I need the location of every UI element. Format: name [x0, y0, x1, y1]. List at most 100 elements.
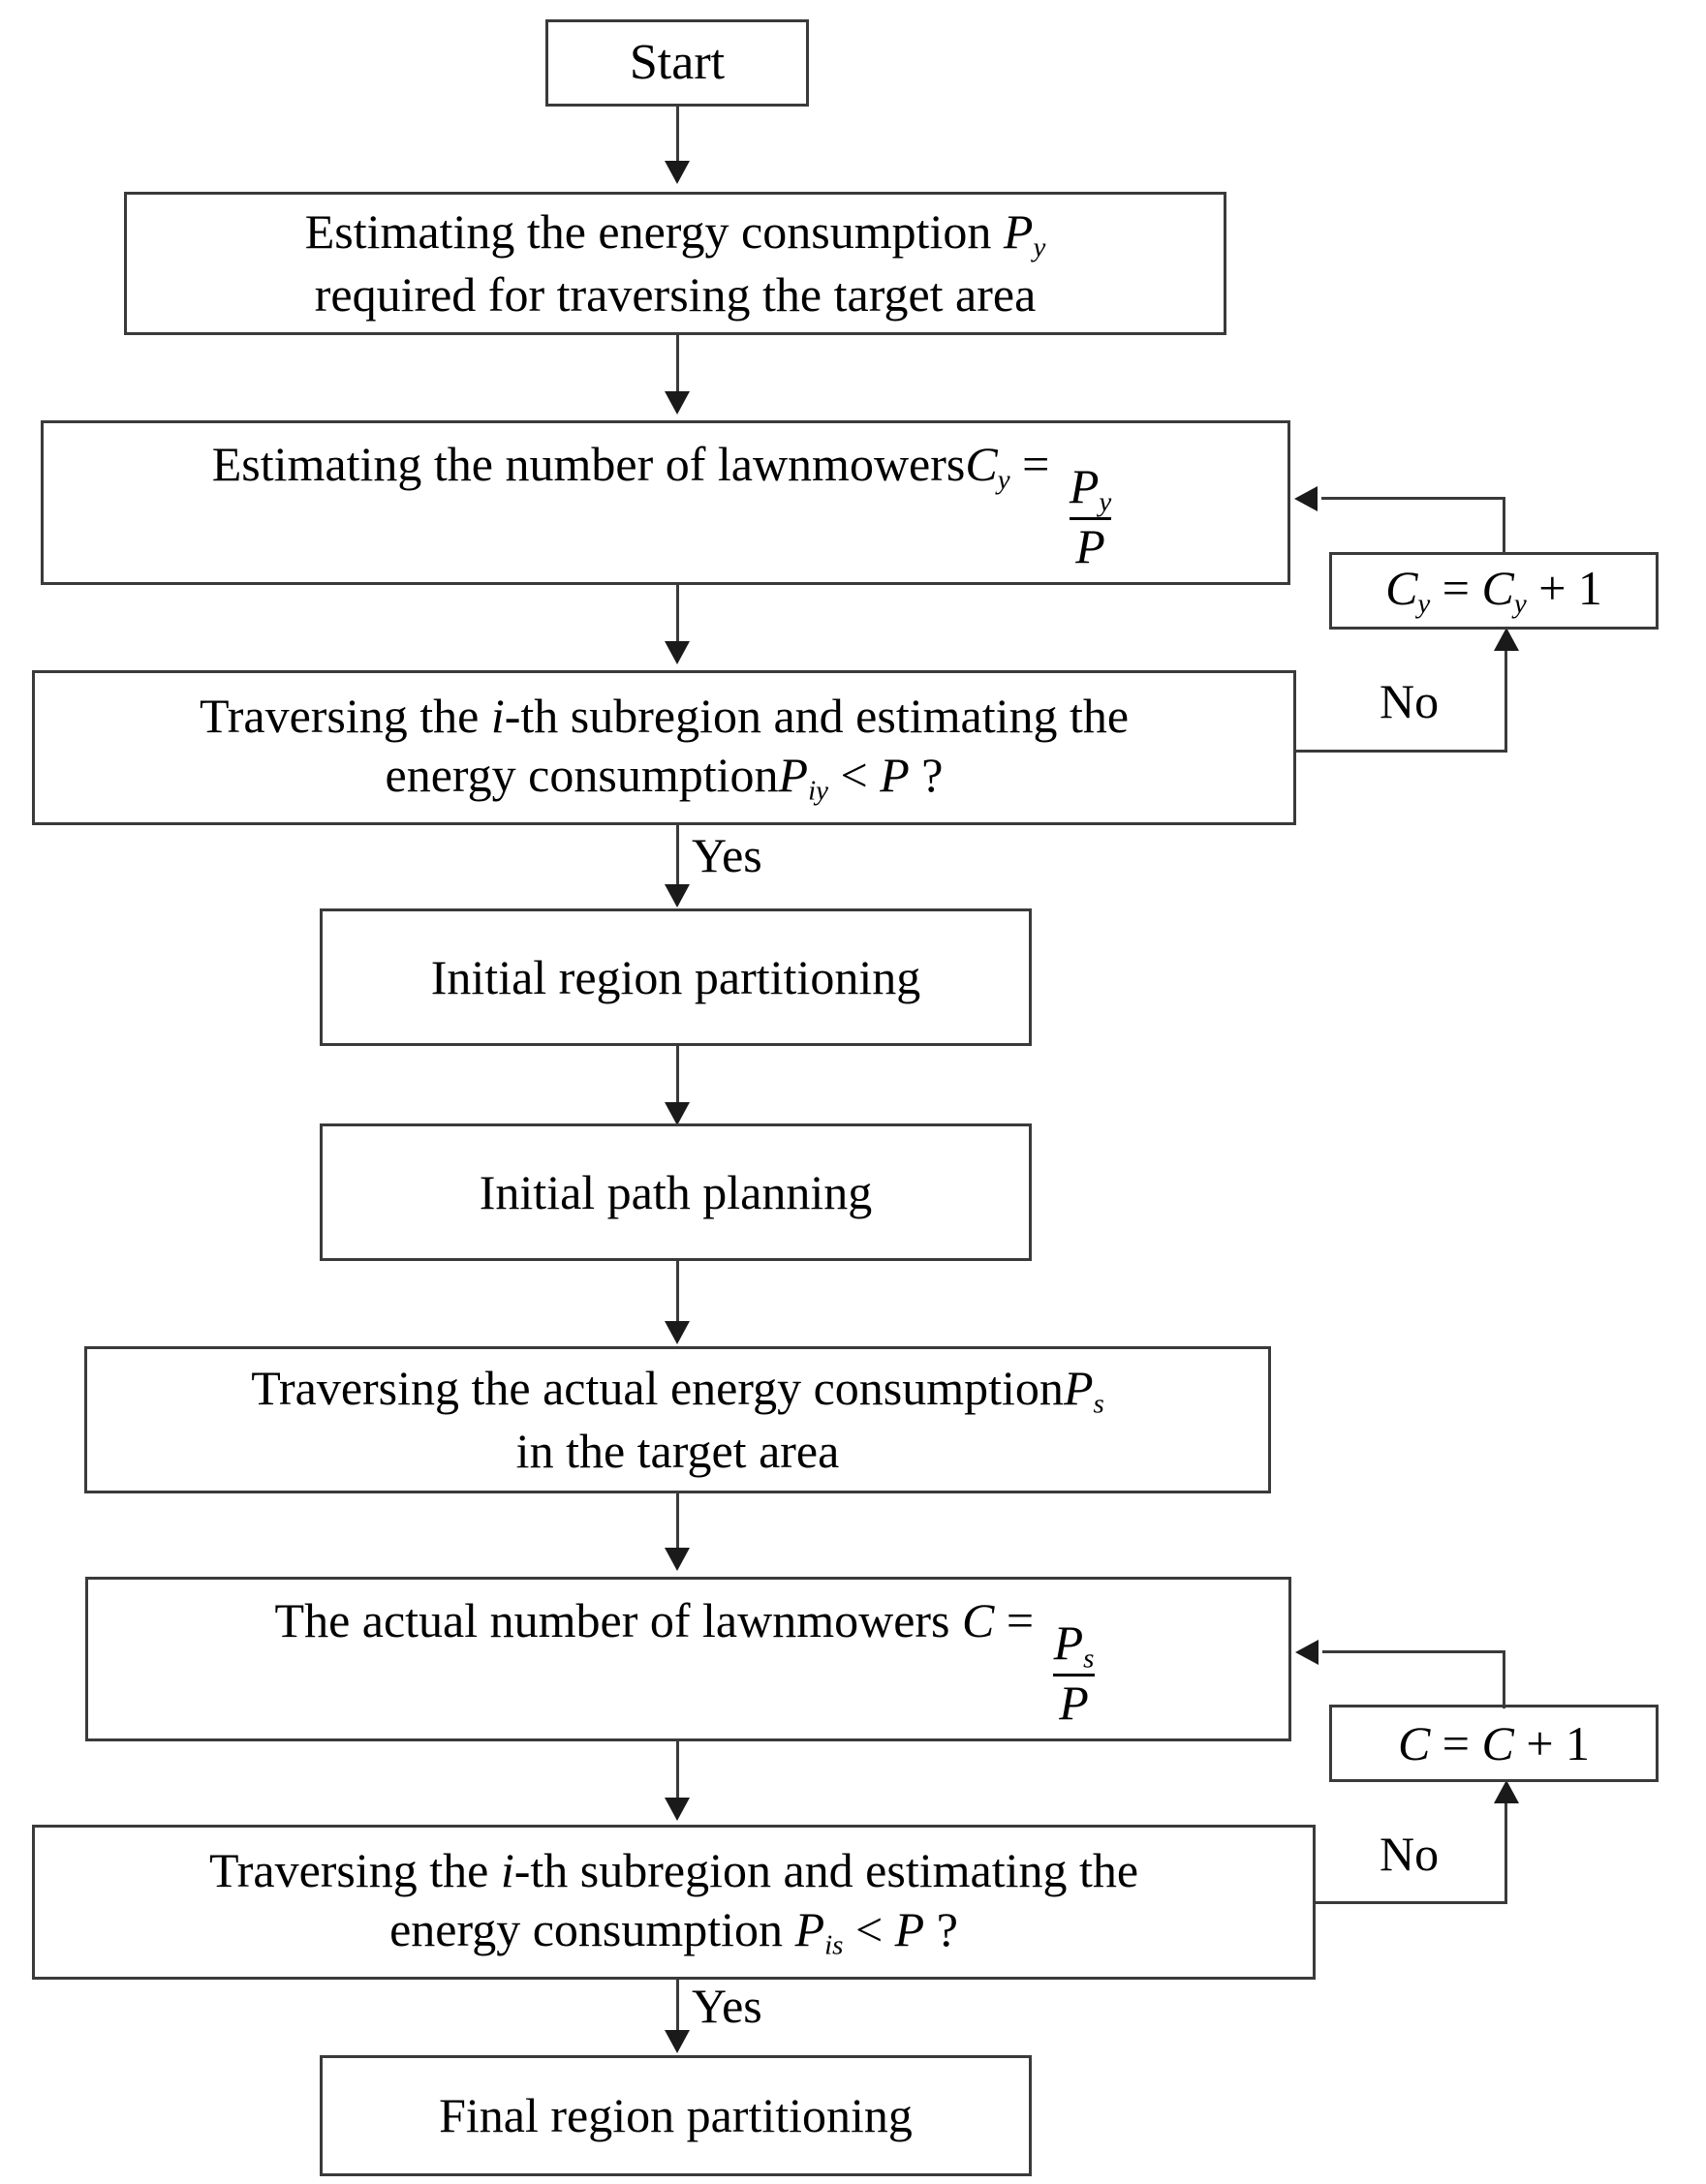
- actual-count-var: C: [962, 1592, 995, 1647]
- arrowhead-increment-cy-to-estimate-count: [1294, 486, 1318, 511]
- node-actual-count-label: The actual number of lawnmowers C = Ps P: [262, 1591, 1116, 1727]
- estimate-count-equals: =: [1022, 436, 1050, 491]
- connector-actual-energy-to-actual-count: [676, 1493, 679, 1552]
- increment-cy-var2: C: [1481, 561, 1514, 616]
- connector-actual-count-to-decision-is: [676, 1741, 679, 1801]
- increment-cy-equals: =: [1442, 561, 1470, 616]
- connector-estimate-count-to-decision-iy: [676, 585, 679, 645]
- node-estimate-energy-label: Estimating the energy consumption Py req…: [292, 202, 1060, 324]
- arrowhead-initial-path-to-actual-energy: [665, 1321, 690, 1344]
- actual-energy-line1-pre: Traversing the actual energy consumption: [251, 1360, 1064, 1415]
- connector-decision-iy-yes: [676, 825, 679, 888]
- connector-decision-is-no-horizontal: [1314, 1901, 1507, 1904]
- edge-label-no-bottom: No: [1380, 1827, 1440, 1881]
- decision-iy-op: <: [840, 747, 868, 802]
- decision-is-var: P: [794, 1901, 825, 1956]
- node-actual-count[interactable]: The actual number of lawnmowers C = Ps P: [85, 1577, 1291, 1741]
- estimate-count-denominator: P: [1070, 517, 1111, 570]
- estimate-energy-var: P: [1003, 203, 1034, 259]
- decision-iy-question: ?: [921, 747, 944, 802]
- arrowhead-actual-energy-to-actual-count: [665, 1548, 690, 1571]
- decision-is-line1-post: -th subregion and estimating the: [513, 1842, 1139, 1897]
- node-increment-cy[interactable]: Cy = Cy + 1: [1329, 552, 1659, 630]
- increment-c-equals: =: [1442, 1715, 1470, 1770]
- arrowhead-start-to-estimate-energy: [665, 161, 690, 184]
- decision-iy-i: i: [490, 688, 505, 743]
- node-increment-cy-label: Cy = Cy + 1: [1372, 559, 1616, 622]
- node-increment-c[interactable]: C = C + 1: [1329, 1705, 1659, 1782]
- node-initial-region-partitioning-label: Initial region partitioning: [430, 949, 921, 1004]
- node-final-region-partitioning-label: Final region partitioning: [439, 2088, 913, 2142]
- node-decision-energy-iy[interactable]: Traversing the i-th subregion and estima…: [32, 670, 1296, 825]
- estimate-count-fraction: Py P: [1064, 462, 1117, 571]
- estimate-count-text: Estimating the number of lawnmowers: [211, 436, 966, 491]
- arrowhead-increment-c-to-actual-count: [1295, 1640, 1318, 1665]
- node-start-label: Start: [629, 35, 726, 91]
- decision-iy-var: P: [778, 747, 809, 802]
- edge-label-yes-top: Yes: [692, 828, 762, 882]
- actual-count-fraction: Ps P: [1048, 1615, 1101, 1727]
- estimate-energy-line2: required for traversing the target area: [314, 267, 1037, 323]
- arrowhead-decision-iy-no-into-increment: [1494, 628, 1519, 651]
- connector-initial-path-to-actual-energy: [676, 1261, 679, 1325]
- connector-estimate-energy-to-estimate-count: [676, 335, 679, 395]
- increment-cy-var-sub: y: [1417, 589, 1431, 621]
- increment-cy-plus: + 1: [1538, 561, 1602, 616]
- edge-label-yes-bottom: Yes: [692, 1979, 762, 2033]
- decision-is-question: ?: [936, 1901, 958, 1956]
- arrowhead-estimate-energy-to-estimate-count: [665, 391, 690, 415]
- node-estimate-count[interactable]: Estimating the number of lawnmowersCy = …: [41, 420, 1290, 585]
- estimate-energy-line1-pre: Estimating the energy consumption: [304, 203, 1004, 259]
- increment-cy-var: C: [1385, 561, 1418, 616]
- actual-count-denominator: P: [1053, 1674, 1095, 1727]
- node-estimate-count-label: Estimating the number of lawnmowersCy = …: [199, 435, 1132, 571]
- node-decision-energy-is[interactable]: Traversing the i-th subregion and estima…: [32, 1825, 1316, 1980]
- actual-energy-line2: in the target area: [515, 1424, 840, 1479]
- decision-iy-line1-post: -th subregion and estimating the: [504, 688, 1130, 743]
- node-final-region-partitioning[interactable]: Final region partitioning: [320, 2055, 1032, 2176]
- arrowhead-actual-count-to-decision-is: [665, 1798, 690, 1821]
- actual-count-text: The actual number of lawnmowers: [274, 1592, 950, 1647]
- estimate-count-numerator: Py: [1069, 458, 1112, 518]
- connector-initial-region-to-initial-path: [676, 1046, 679, 1106]
- connector-decision-is-yes: [676, 1980, 679, 2034]
- actual-count-numerator: Ps: [1053, 1615, 1095, 1675]
- actual-energy-sub: s: [1093, 1388, 1104, 1420]
- increment-cy-var2-sub: y: [1513, 589, 1527, 621]
- node-initial-path-planning[interactable]: Initial path planning: [320, 1123, 1032, 1261]
- estimate-energy-sub: y: [1033, 231, 1046, 263]
- increment-c-var: C: [1397, 1715, 1431, 1770]
- node-increment-c-label: C = C + 1: [1384, 1714, 1603, 1773]
- connector-increment-c-up: [1503, 1650, 1505, 1708]
- connector-decision-is-no-vertical: [1504, 1803, 1507, 1904]
- estimate-count-var: C: [965, 436, 998, 491]
- decision-is-sub: is: [824, 1929, 844, 1961]
- decision-iy-ref: P: [880, 747, 910, 802]
- arrowhead-decision-is-yes: [665, 2030, 690, 2053]
- increment-c-plus: + 1: [1526, 1715, 1591, 1770]
- arrowhead-decision-is-no-into-increment: [1494, 1780, 1519, 1803]
- node-start[interactable]: Start: [545, 19, 809, 107]
- node-decision-energy-is-label: Traversing the i-th subregion and estima…: [196, 1841, 1152, 1963]
- connector-start-to-estimate-energy: [676, 107, 679, 165]
- estimate-count-var-sub: y: [997, 464, 1010, 496]
- decision-is-op: <: [854, 1901, 884, 1956]
- actual-energy-var: P: [1063, 1360, 1094, 1415]
- edge-label-no-top: No: [1380, 674, 1440, 728]
- decision-iy-sub: iy: [808, 775, 828, 807]
- decision-is-i: i: [500, 1842, 514, 1897]
- decision-is-line1-pre: Traversing the: [208, 1842, 501, 1897]
- node-initial-region-partitioning[interactable]: Initial region partitioning: [320, 908, 1032, 1046]
- node-actual-energy-label: Traversing the actual energy consumption…: [237, 1359, 1118, 1481]
- arrowhead-initial-region-to-initial-path: [665, 1102, 690, 1125]
- node-actual-energy[interactable]: Traversing the actual energy consumption…: [84, 1346, 1271, 1493]
- connector-decision-iy-no-vertical: [1504, 651, 1507, 752]
- arrowhead-decision-iy-yes: [665, 884, 690, 907]
- node-estimate-energy[interactable]: Estimating the energy consumption Py req…: [124, 192, 1226, 335]
- connector-decision-iy-no-horizontal: [1296, 750, 1507, 753]
- node-decision-energy-iy-label: Traversing the i-th subregion and estima…: [186, 687, 1142, 809]
- node-initial-path-planning-label: Initial path planning: [479, 1164, 873, 1219]
- actual-count-equals: =: [1006, 1592, 1035, 1647]
- connector-increment-cy-up: [1503, 497, 1505, 555]
